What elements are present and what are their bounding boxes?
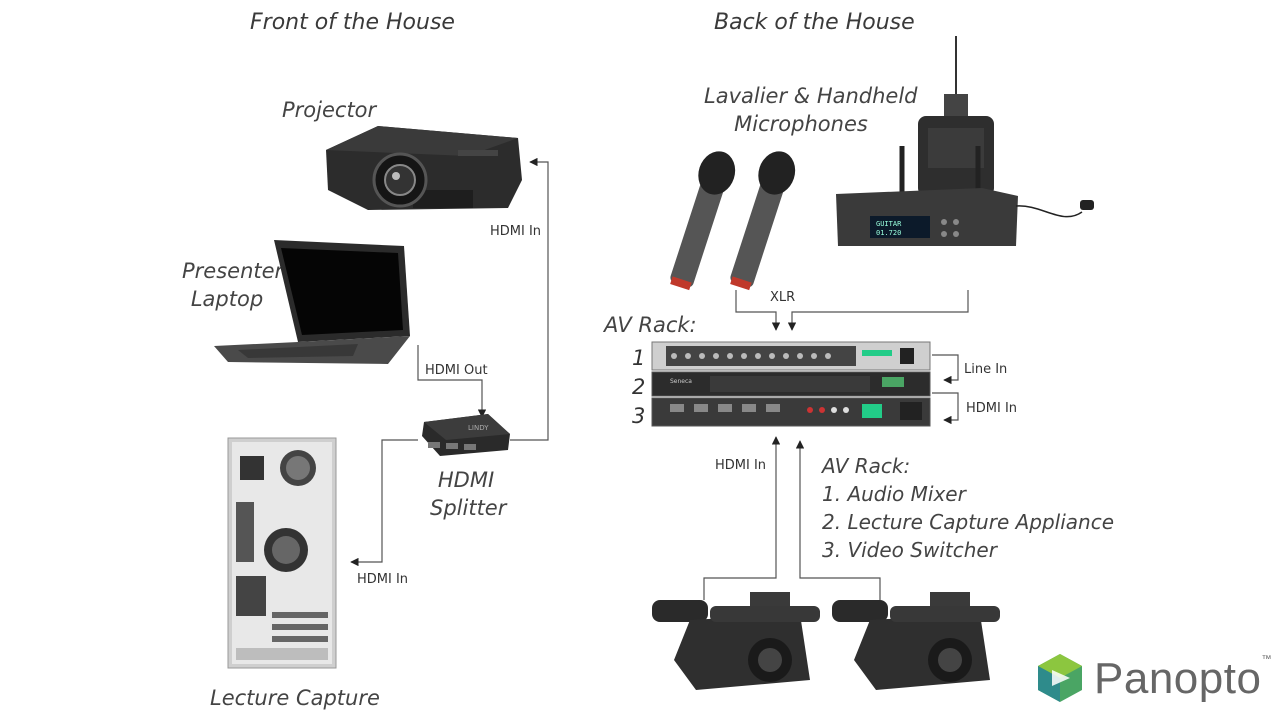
panopto-brand-name: Panopto xyxy=(1094,654,1262,703)
line-in-label: Line In xyxy=(964,362,1008,377)
rack-number-2: 2 xyxy=(632,375,646,399)
lecture-capture-pc-icon xyxy=(227,437,337,669)
audio-mixer-unit xyxy=(651,341,931,371)
hdmi-in-cameras-label: HDMI In xyxy=(715,458,767,473)
panopto-tm: ™ xyxy=(1261,654,1272,665)
hdmi-in-projector-label: HDMI In xyxy=(490,224,542,239)
rack-legend-item-3: 3. Video Switcher xyxy=(822,538,997,562)
projector-label: Projector xyxy=(282,98,377,122)
wire-laptop-to-splitter xyxy=(417,345,487,418)
splitter-label-line1: HDMI xyxy=(437,468,495,492)
wire-splitter-to-capture xyxy=(350,439,418,567)
rack-number-3: 3 xyxy=(632,404,646,428)
rack-legend-item-2: 2. Lecture Capture Appliance xyxy=(822,510,1115,534)
lecture-capture-label: Lecture Capture xyxy=(210,686,380,710)
rack-legend-item-1: 1. Audio Mixer xyxy=(822,482,966,506)
wire-lavalier-xlr xyxy=(787,290,969,331)
wireless-receiver-icon: GUITAR 01.720 xyxy=(836,36,1094,246)
microphones-label-line2: Microphones xyxy=(734,112,868,136)
wire-hdmi-in-rack xyxy=(932,392,959,425)
hdmi-splitter-icon: LINDY xyxy=(422,414,510,456)
back-of-house-title: Back of the House xyxy=(714,10,915,35)
receiver-display-line2: 01.720 xyxy=(876,229,901,237)
rack-legend-title: AV Rack: xyxy=(822,454,911,478)
rack-number-1: 1 xyxy=(632,346,646,370)
camera-2-icon xyxy=(832,592,1000,690)
rack-brand-text: Seneca xyxy=(670,378,692,385)
av-rack-label: AV Rack: xyxy=(604,313,697,337)
av-rack-icon: Seneca xyxy=(651,341,931,427)
laptop-label-line1: Presenter xyxy=(182,259,284,283)
hdmi-out-laptop-label: HDMI Out xyxy=(425,363,488,378)
splitter-brand-text: LINDY xyxy=(468,424,489,432)
splitter-label-line2: Splitter xyxy=(430,496,507,520)
splitter-label: HDMI Splitter xyxy=(430,466,507,522)
rack-legend: AV Rack: 1. Audio Mixer 2. Lecture Captu… xyxy=(822,452,1114,564)
laptop-label-line2: Laptop xyxy=(190,287,264,311)
camera-1-icon xyxy=(652,592,820,690)
hdmi-in-rack-label: HDMI In xyxy=(966,401,1018,416)
wire-camera2-to-rack xyxy=(795,440,881,600)
laptop-icon xyxy=(214,240,410,364)
wire-splitter-to-projector xyxy=(510,157,549,441)
video-switcher-unit xyxy=(651,397,931,427)
microphones-label-line1: Lavalier & Handheld xyxy=(704,84,918,108)
projector-icon xyxy=(326,126,522,210)
handheld-microphones-icon xyxy=(670,151,796,291)
xlr-label: XLR xyxy=(770,290,796,305)
wire-handheld-xlr xyxy=(735,290,781,331)
wire-line-in xyxy=(932,354,959,385)
front-of-house-title: Front of the House xyxy=(250,10,455,35)
laptop-label: Presenter Laptop xyxy=(182,257,284,313)
microphones-label: Lavalier & Handheld Microphones xyxy=(704,82,918,138)
hdmi-in-capture-label: HDMI In xyxy=(357,572,409,587)
panopto-wordmark: Panopto™ xyxy=(1094,654,1272,704)
receiver-display-line1: GUITAR xyxy=(876,220,902,228)
panopto-logo-icon xyxy=(1038,654,1082,702)
lecture-capture-appliance-unit: Seneca xyxy=(651,371,931,397)
wire-camera1-to-rack xyxy=(703,436,781,600)
